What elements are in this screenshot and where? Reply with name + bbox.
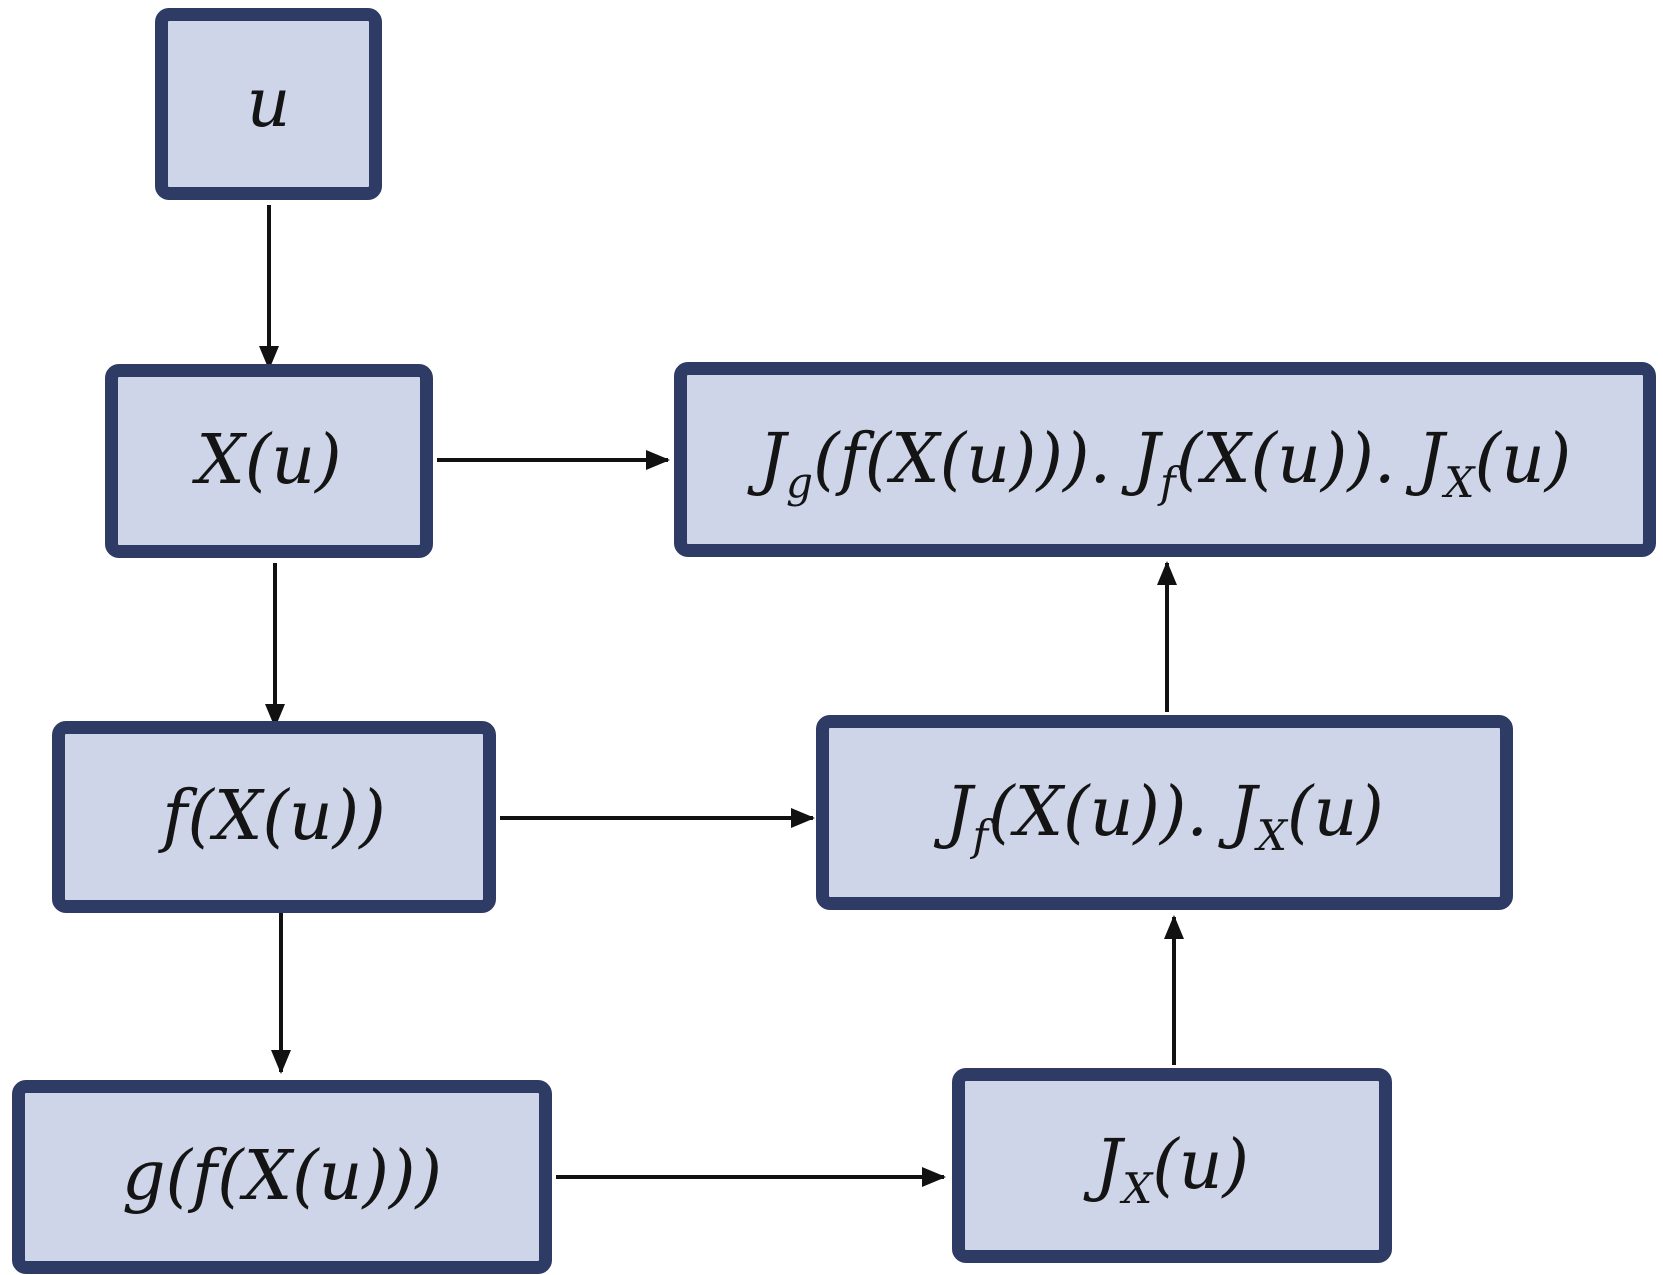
node-jacobian-f-chain: Jf(X(u)). JX(u) — [816, 715, 1513, 910]
jg-chain-mid2: (X(u)). J — [1175, 419, 1445, 499]
node-jacobian-g-chain: Jg(f(X(u))). Jf(X(u)). JX(u) — [674, 362, 1656, 557]
node-g-of-f-label: g(f(X(u))) — [121, 1137, 443, 1216]
jg-chain-sub3: X — [1444, 457, 1475, 507]
jf-chain-sub1: f — [972, 810, 989, 860]
node-u: u — [155, 8, 382, 200]
node-jacobian-f-chain-label: Jf(X(u)). JX(u) — [945, 778, 1384, 856]
jacobian-x-j: J — [1094, 1125, 1123, 1205]
node-u-label: u — [246, 64, 291, 143]
jg-chain-sub1: g — [785, 457, 813, 507]
jf-chain-sub2: X — [1256, 810, 1287, 860]
jf-chain-j1: J — [945, 772, 973, 852]
jf-chain-mid: (X(u)). J — [988, 772, 1257, 852]
jacobian-x-rest: (u) — [1152, 1125, 1250, 1205]
node-jacobian-x-label: JX(u) — [1095, 1131, 1249, 1209]
jacobian-x-subscript: X — [1122, 1163, 1153, 1213]
jg-chain-rest: (u) — [1474, 419, 1572, 499]
node-x-of-u-label: X(u) — [196, 421, 342, 500]
jg-chain-sub2: f — [1160, 457, 1176, 507]
jg-chain-mid1: (f(X(u))). J — [812, 419, 1160, 499]
node-x-of-u: X(u) — [105, 364, 433, 558]
jf-chain-rest: (u) — [1286, 772, 1384, 852]
jg-chain-j1: J — [758, 419, 786, 499]
node-f-of-x-label: f(X(u)) — [162, 777, 386, 856]
node-g-of-f: g(f(X(u))) — [12, 1080, 552, 1274]
node-jacobian-x: JX(u) — [952, 1068, 1392, 1263]
node-jacobian-g-chain-label: Jg(f(X(u))). Jf(X(u)). JX(u) — [759, 425, 1572, 503]
node-f-of-x: f(X(u)) — [52, 721, 496, 913]
